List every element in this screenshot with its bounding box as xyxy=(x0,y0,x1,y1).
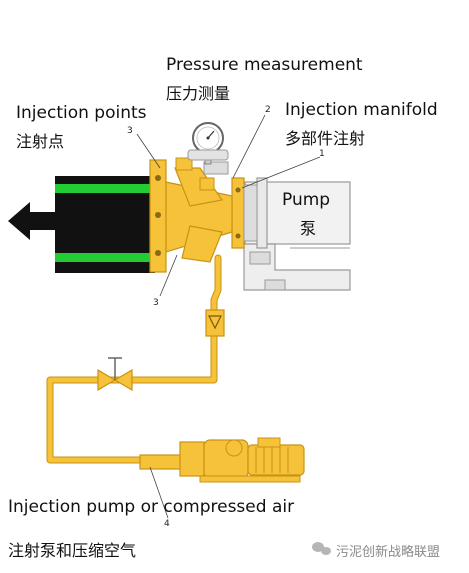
right-flange xyxy=(231,177,268,249)
callout-3-top: 3 xyxy=(127,126,133,136)
injection-manifold-label: Injection manifold xyxy=(285,100,438,120)
injection-points-label-zh: 注射点 xyxy=(16,132,65,151)
injection-pump-unit xyxy=(139,437,305,483)
left-flange xyxy=(149,159,167,273)
injection-manifold-label-zh: 多部件注射 xyxy=(285,129,366,148)
leader-lines xyxy=(136,114,321,519)
injection-pump-label-zh: 注射泵和压缩空气 xyxy=(8,541,137,560)
pressure-measurement-label-zh: 压力测量 xyxy=(166,84,231,103)
callout-1: 1 xyxy=(319,149,325,159)
check-valve xyxy=(205,309,225,337)
callout-2: 2 xyxy=(265,105,271,115)
callout-3-bottom: 3 xyxy=(153,298,159,308)
pressure-gauge xyxy=(187,122,229,165)
pump-label-zh: 泵 xyxy=(300,219,317,238)
pump-label: Pump xyxy=(282,190,331,210)
output-pipe xyxy=(55,176,155,273)
pressure-measurement-label: Pressure measurement xyxy=(166,55,363,75)
wechat-icon xyxy=(312,542,331,555)
flow-direction-arrow xyxy=(8,202,58,240)
callout-4: 4 xyxy=(164,519,170,529)
injection-feed-pipe xyxy=(46,254,222,464)
injection-points-label: Injection points xyxy=(16,103,147,123)
shutoff-valve xyxy=(97,357,133,392)
injection-manifold xyxy=(165,157,233,263)
injection-pump-label: Injection pump or compressed air xyxy=(8,497,295,517)
watermark-text: 污泥创新战略联盟 xyxy=(336,545,441,560)
